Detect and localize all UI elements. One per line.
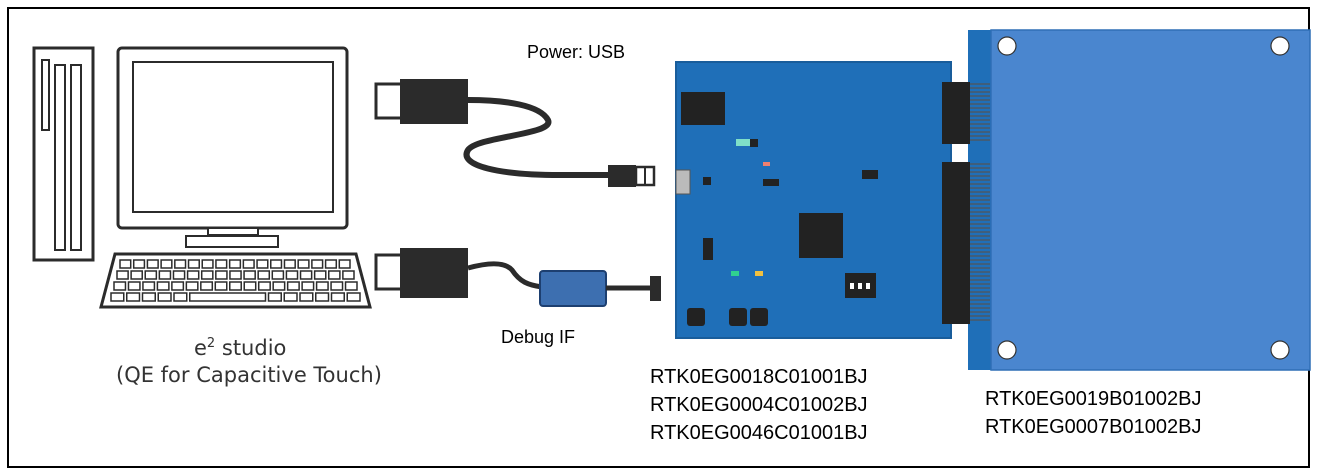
keyboard-key xyxy=(113,281,127,291)
keyboard-key xyxy=(201,259,214,269)
keyboard-key xyxy=(243,270,256,280)
keyboard-key xyxy=(215,259,228,269)
keyboard-key xyxy=(315,281,329,291)
keyboard-key xyxy=(144,270,158,280)
keyboard-icon xyxy=(99,252,372,309)
keyboard-key xyxy=(229,281,242,291)
keyboard-key xyxy=(299,270,313,280)
board-connectors xyxy=(942,82,990,324)
part-number: RTK0EG0018C01001BJ xyxy=(650,366,868,388)
touch-board-part-numbers: RTK0EG0019B01002BJ RTK0EG0007B01002BJ xyxy=(985,385,1201,441)
keyboard-key xyxy=(299,292,314,302)
keyboard-key xyxy=(214,281,228,291)
keyboard-key xyxy=(189,292,267,302)
keyboard-key xyxy=(342,270,355,280)
usb-power-cable xyxy=(374,79,656,187)
keyboard-key xyxy=(285,270,299,280)
keyboard-key xyxy=(215,270,228,280)
keyboard-key xyxy=(141,292,156,302)
keyboard-key xyxy=(328,270,341,280)
keyboard-key xyxy=(338,259,351,269)
keyboard-key xyxy=(228,259,242,269)
keyboard-key xyxy=(130,270,143,280)
keyboard-key xyxy=(157,292,172,302)
monitor-icon xyxy=(116,46,349,248)
keyboard-key xyxy=(229,270,242,280)
keyboard-key xyxy=(257,270,271,280)
keyboard-key xyxy=(297,259,310,269)
keyboard-key xyxy=(270,259,283,269)
keyboard-key xyxy=(110,292,125,302)
keyboard-key xyxy=(116,270,129,280)
keyboard-key xyxy=(174,259,187,269)
keyboard-key xyxy=(127,281,141,291)
part-number: RTK0EG0046C01001BJ xyxy=(650,422,868,444)
keyboard-key xyxy=(200,270,214,280)
keyboard-key xyxy=(271,270,285,280)
keyboard-key xyxy=(173,292,188,302)
keyboard-key xyxy=(283,259,296,269)
keyboard-key xyxy=(346,292,361,302)
keyboard-key xyxy=(200,281,214,291)
debug-if-label: Debug IF xyxy=(501,327,576,347)
keyboard-key xyxy=(243,281,257,291)
keyboard-key xyxy=(330,292,345,302)
keyboard-key xyxy=(324,259,338,269)
debug-if-cable xyxy=(374,248,661,307)
keyboard-key xyxy=(313,270,327,280)
keyboard-key xyxy=(146,259,159,269)
pc-tower-icon xyxy=(32,46,95,262)
power-label: Power: USB xyxy=(527,42,626,62)
keyboard-key xyxy=(160,259,173,269)
keyboard-key xyxy=(142,281,156,291)
keyboard-key xyxy=(158,270,172,280)
target-board-icon xyxy=(675,61,952,339)
keyboard-key xyxy=(286,281,300,291)
keyboard-key xyxy=(311,259,324,269)
keyboard-key xyxy=(171,281,185,291)
part-number: RTK0EG0007B01002BJ xyxy=(985,416,1202,438)
keyboard-key xyxy=(272,281,286,291)
keyboard-key xyxy=(283,292,298,302)
keyboard-key xyxy=(301,281,315,291)
keyboard-key xyxy=(172,270,186,280)
keyboard-key xyxy=(256,259,269,269)
emulator-icon xyxy=(539,270,607,307)
pc-software-label: e2 studio xyxy=(194,336,287,360)
touch-board-icon xyxy=(968,29,1311,371)
keyboard-key xyxy=(267,292,282,302)
part-number: RTK0EG0004C01002BJ xyxy=(650,394,868,416)
keyboard-key xyxy=(315,292,330,302)
pc-plugin-label: (QE for Capacitive Touch) xyxy=(116,363,382,387)
keyboard-key xyxy=(119,259,132,269)
keyboard-key xyxy=(344,281,358,291)
keyboard-key xyxy=(132,259,146,269)
keyboard-key xyxy=(330,281,344,291)
keyboard-key xyxy=(126,292,141,302)
keyboard-key xyxy=(187,259,200,269)
target-board-part-numbers: RTK0EG0018C01001BJ RTK0EG0004C01002BJ RT… xyxy=(650,363,868,447)
keyboard-key xyxy=(186,270,200,280)
part-number: RTK0EG0019B01002BJ xyxy=(985,388,1202,410)
keyboard-key xyxy=(156,281,170,291)
keyboard-key xyxy=(185,281,199,291)
keyboard-key xyxy=(242,259,255,269)
keyboard-key xyxy=(257,281,271,291)
